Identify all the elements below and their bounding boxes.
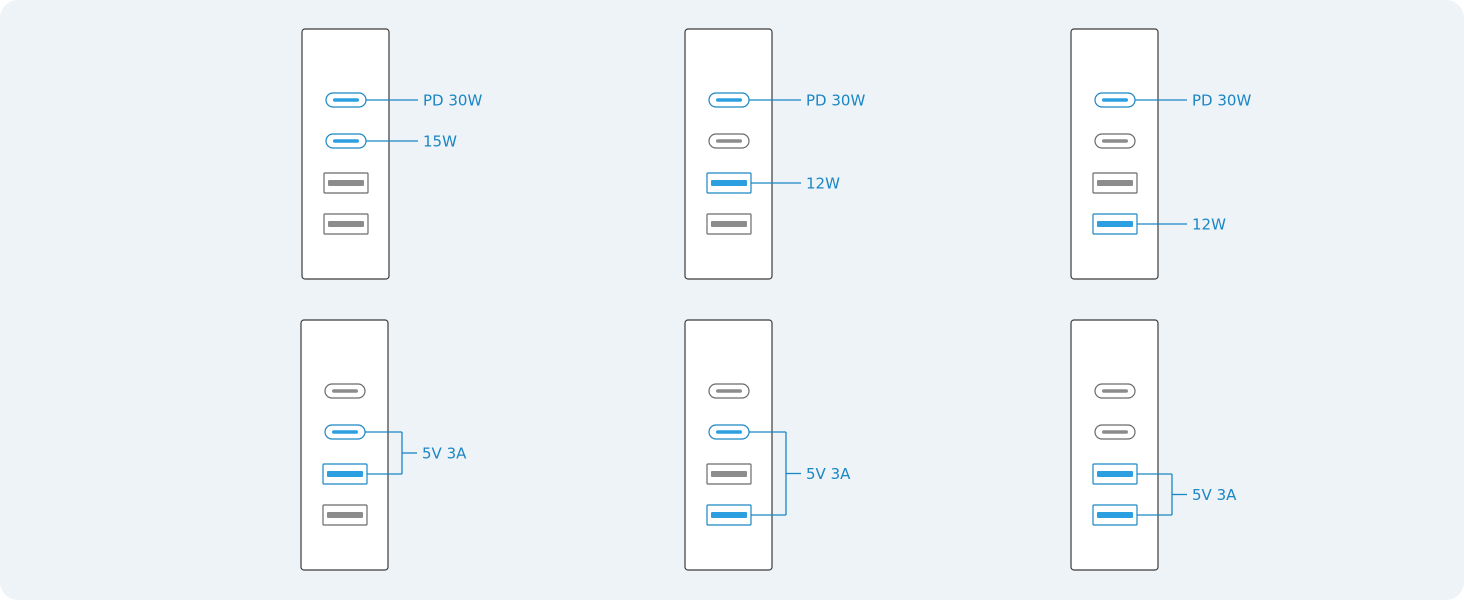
charger-config-5: 5V 3A	[684, 319, 851, 571]
charger-config-2: PD 30W 12W	[684, 28, 865, 280]
usb-c-port-contact	[1102, 139, 1128, 143]
usb-c-port-contact	[333, 139, 359, 143]
usb-a-port-contact	[1097, 471, 1133, 477]
usb-a-port-contact	[327, 471, 363, 477]
charger-config-1: PD 30W 15W	[301, 28, 482, 280]
charger-body	[684, 319, 773, 571]
usb-a-port-contact	[711, 512, 747, 518]
port-output-label: 5V 3A	[1192, 486, 1237, 504]
charger-body	[300, 319, 389, 571]
usb-c-port-contact	[716, 430, 742, 434]
port-output-label: PD 30W	[1192, 92, 1251, 110]
charger-body	[1070, 28, 1159, 280]
usb-a-port-contact	[1097, 512, 1133, 518]
port-output-label: 5V 3A	[422, 445, 467, 463]
charger-config-4: 5V 3A	[300, 319, 467, 571]
usb-a-port-contact	[711, 471, 747, 477]
usb-c-port-contact	[716, 139, 742, 143]
usb-c-port-contact	[1102, 389, 1128, 393]
usb-c-port-contact	[333, 98, 359, 102]
usb-c-port-contact	[716, 98, 742, 102]
charger-body	[684, 28, 773, 280]
port-output-label: PD 30W	[806, 92, 865, 110]
usb-a-port-contact	[1097, 221, 1133, 227]
usb-a-port-contact	[328, 180, 364, 186]
usb-a-port-contact	[711, 221, 747, 227]
port-output-label: 15W	[423, 133, 457, 151]
usb-c-port-contact	[332, 430, 358, 434]
port-output-label: PD 30W	[423, 92, 482, 110]
usb-c-port-contact	[332, 389, 358, 393]
usb-a-port-contact	[327, 512, 363, 518]
port-output-label: 5V 3A	[806, 465, 851, 483]
charger-config-3: PD 30W 12W	[1070, 28, 1251, 280]
charger-body	[301, 28, 390, 280]
usb-c-port-contact	[1102, 98, 1128, 102]
usb-a-port-contact	[1097, 180, 1133, 186]
usb-a-port-contact	[711, 180, 747, 186]
charger-config-6: 5V 3A	[1070, 319, 1237, 571]
usb-c-port-contact	[716, 389, 742, 393]
charger-body	[1070, 319, 1159, 571]
usb-c-port-contact	[1102, 430, 1128, 434]
port-output-label: 12W	[806, 175, 840, 193]
usb-a-port-contact	[328, 221, 364, 227]
port-output-label: 12W	[1192, 216, 1226, 234]
